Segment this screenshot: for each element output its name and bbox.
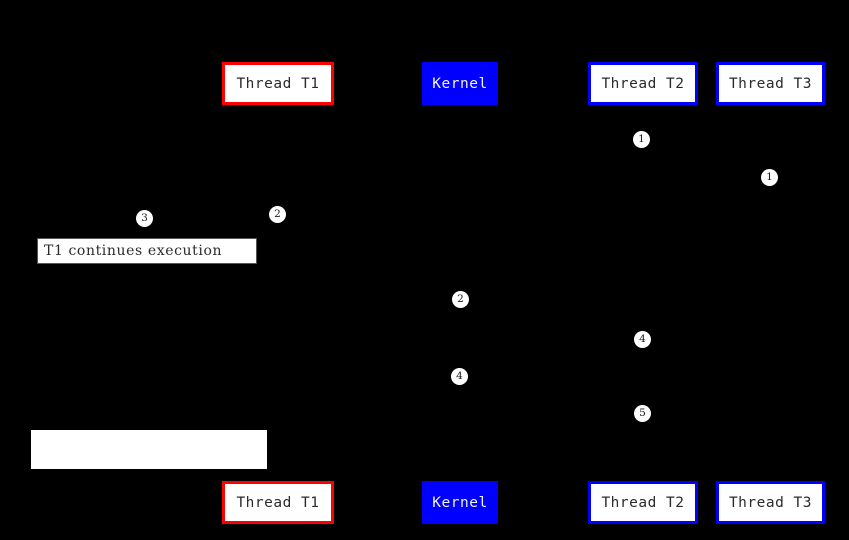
step-marker: 3	[136, 210, 153, 227]
step-marker: 1	[761, 169, 778, 186]
participant-label: Kernel	[432, 494, 488, 511]
participant-label: Thread T3	[728, 75, 813, 92]
step-marker: 2	[269, 206, 286, 223]
step-marker: 5	[634, 405, 651, 422]
participant-t3-header[interactable]: Thread T3	[716, 62, 825, 105]
participant-label: Thread T1	[236, 75, 320, 92]
step-marker: 1	[633, 131, 650, 148]
participant-kernel-header[interactable]: Kernel	[422, 62, 498, 105]
participant-t3-footer[interactable]: Thread T3	[716, 481, 825, 524]
lifeline-t1	[278, 105, 279, 481]
participant-label: Thread T1	[236, 494, 320, 511]
note-t1-continues: T1 continues execution	[37, 238, 257, 264]
participant-t1-header[interactable]: Thread T1	[222, 62, 334, 105]
participant-label: Kernel	[432, 75, 488, 92]
step-marker: 2	[452, 291, 469, 308]
participant-label: Thread T3	[728, 494, 813, 511]
participant-label: Thread T2	[601, 494, 685, 511]
participant-kernel-footer[interactable]: Kernel	[422, 481, 498, 524]
participant-t2-footer[interactable]: Thread T2	[588, 481, 698, 524]
step-marker: 4	[634, 331, 651, 348]
participant-t1-footer[interactable]: Thread T1	[222, 481, 334, 524]
lifeline-t2	[643, 105, 644, 481]
step-marker: 4	[451, 368, 468, 385]
blank-note	[31, 430, 267, 469]
lifeline-t3	[770, 105, 771, 481]
participant-label: Thread T2	[601, 75, 685, 92]
participant-t2-header[interactable]: Thread T2	[588, 62, 698, 105]
